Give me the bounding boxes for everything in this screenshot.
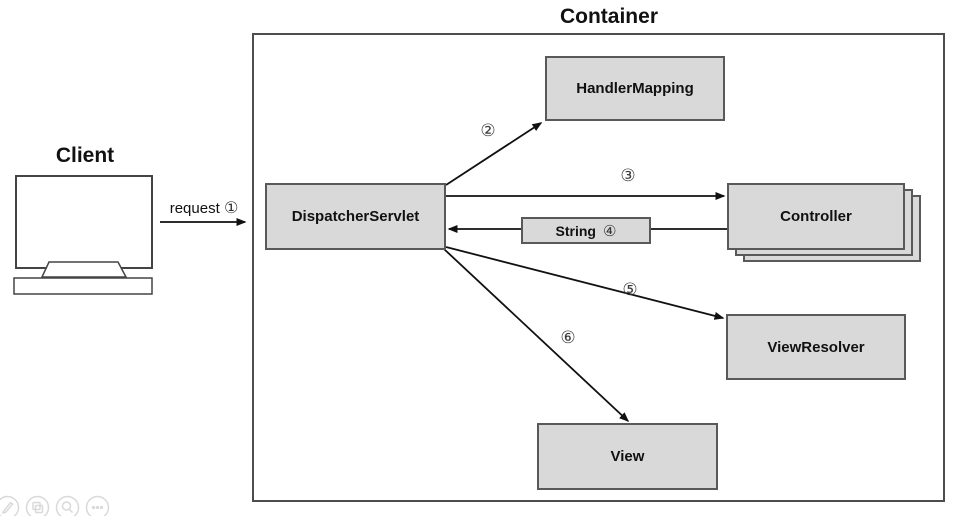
- handler-mapping-label: HandlerMapping: [576, 80, 694, 97]
- step3-circled-number: ③: [620, 166, 636, 185]
- view-resolver-label: ViewResolver: [767, 338, 865, 356]
- request-label-text: request: [169, 200, 220, 217]
- client-computer-icon: [13, 175, 153, 295]
- zoom-icon: [55, 495, 80, 516]
- more-button[interactable]: [85, 495, 110, 516]
- zoom-button[interactable]: [55, 495, 80, 516]
- container-title: Container: [538, 2, 680, 32]
- string-label: String: [555, 222, 596, 239]
- monitor-stand: [40, 261, 128, 278]
- step1-circled-number: ①: [223, 200, 239, 217]
- step4-circled-number: ④: [603, 222, 617, 240]
- client-title: Client: [55, 144, 115, 167]
- edit-icon: [0, 495, 20, 516]
- node-view: View: [537, 423, 718, 490]
- image-viewer-toolbar: [0, 495, 135, 516]
- step5-circled-number: ⑤: [622, 280, 638, 299]
- node-view-resolver: ViewResolver: [726, 314, 906, 380]
- edit-button[interactable]: [0, 495, 20, 516]
- arrow-step6-to-view: [443, 248, 630, 423]
- monitor-screen: [15, 175, 153, 269]
- monitor-base: [13, 277, 153, 295]
- node-handler-mapping: HandlerMapping: [545, 56, 725, 121]
- request-arrow-label: request ①: [160, 198, 248, 218]
- node-string-result: String ④: [521, 217, 651, 244]
- node-dispatcher-servlet: DispatcherServlet: [265, 183, 446, 250]
- step2-circled-number: ②: [480, 121, 496, 140]
- copy-icon: [25, 495, 50, 516]
- dispatcher-servlet-label: DispatcherServlet: [291, 208, 420, 225]
- container-boundary: [252, 33, 945, 502]
- view-label: View: [610, 448, 645, 465]
- arrow-step2-to-handlermapping: [445, 122, 543, 186]
- controller-label: Controller: [780, 208, 852, 225]
- arrow-step5-to-viewresolver: [445, 246, 725, 320]
- more-icon: [85, 495, 110, 516]
- node-controller: Controller: [727, 183, 905, 250]
- step6-circled-number: ⑥: [560, 328, 576, 347]
- copy-button[interactable]: [25, 495, 50, 516]
